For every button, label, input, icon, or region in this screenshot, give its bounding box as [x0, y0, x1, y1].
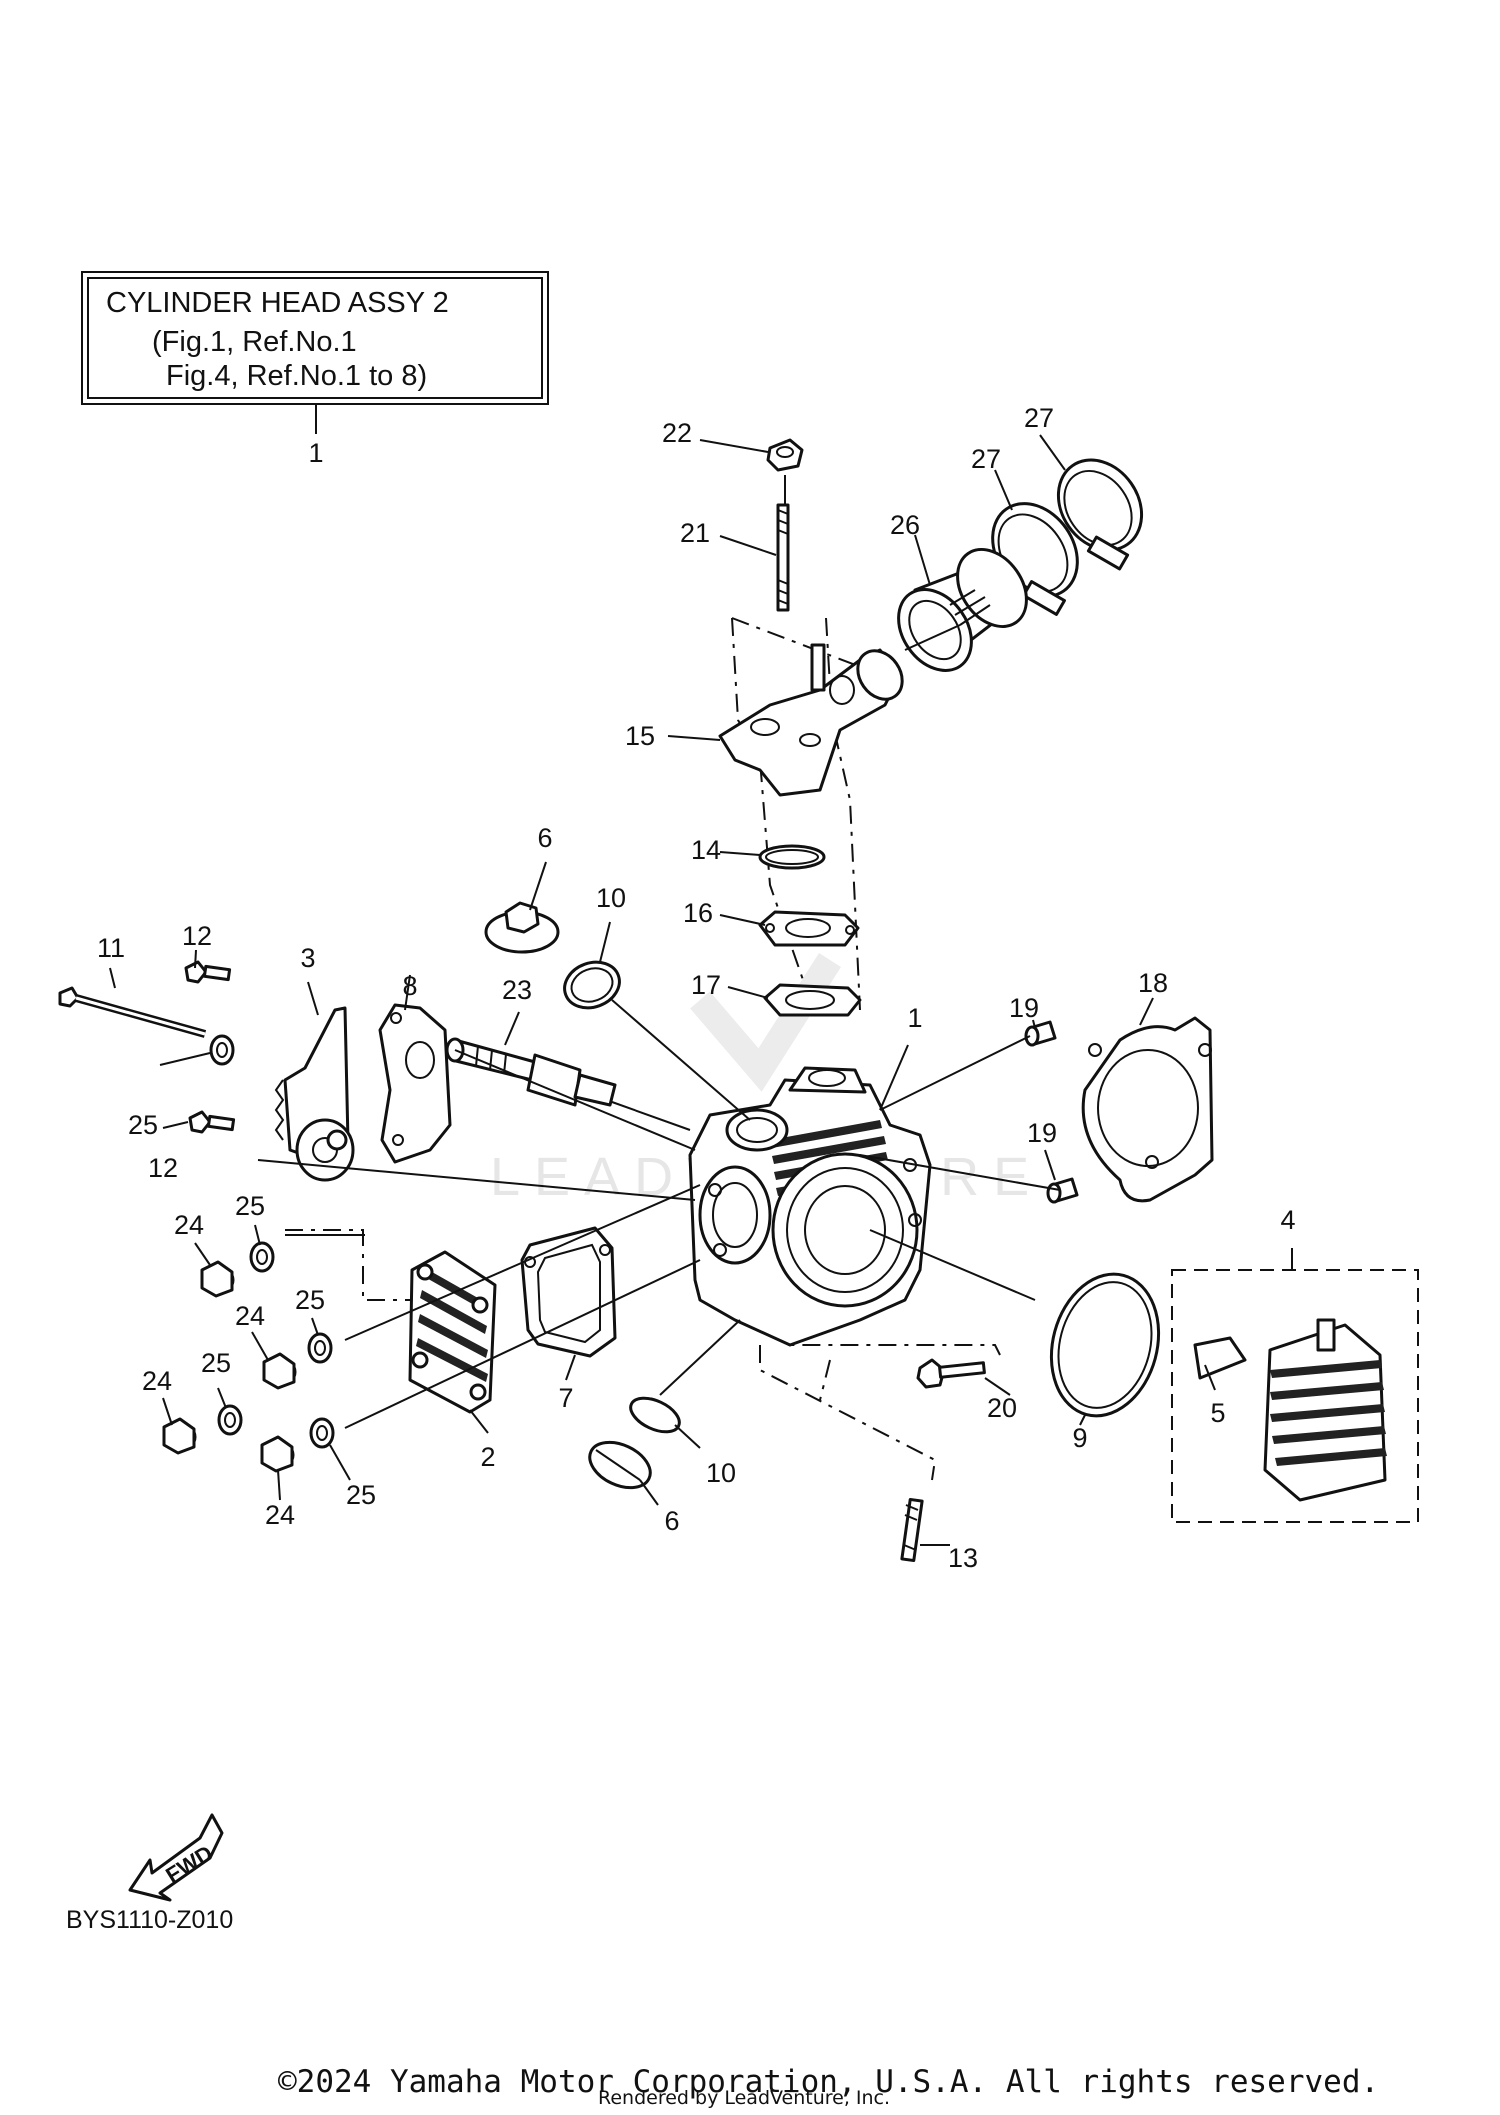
callout-25-a: 25 [128, 1110, 158, 1140]
assembly-box-line1: (Fig.1, Ref.No.1 [152, 326, 357, 358]
callout-1: 1 [907, 1003, 922, 1033]
callout-10-upper: 10 [596, 883, 626, 913]
part-26-intake-joint [897, 548, 1028, 672]
assembly-box-line2: Fig.4, Ref.No.1 to 8) [166, 360, 427, 392]
callout-17: 17 [691, 970, 721, 1000]
part-22-nut [766, 438, 804, 472]
part-4-cover-group [1171, 1248, 1419, 1523]
callout-12-lower: 12 [148, 1153, 178, 1183]
callout-25-b: 25 [235, 1191, 265, 1221]
callout-25-d: 25 [201, 1348, 231, 1378]
callout-18: 18 [1138, 968, 1168, 998]
part-27-clamp-outer [1056, 458, 1144, 571]
part-15-manifold [718, 643, 904, 797]
part-9-o-ring [1049, 1272, 1161, 1418]
part-2-head-cover [408, 1250, 497, 1414]
callout-14: 14 [691, 835, 721, 865]
callout-16: 16 [683, 898, 713, 928]
callout-15: 15 [625, 721, 655, 751]
callouts: 22 21 26 27 27 15 14 16 17 18 19 19 1 4 … [97, 403, 1296, 1573]
assembly-box-title: CYLINDER HEAD ASSY 2 [106, 287, 449, 319]
callout-13: 13 [948, 1543, 978, 1573]
assembly-lines [257, 475, 1061, 1429]
part-10-o-ring-upper [563, 960, 621, 1010]
part-11-long-bolt [58, 986, 207, 1038]
callout-6-upper: 6 [537, 823, 552, 853]
part-8-gasket [378, 1003, 452, 1164]
part-6-plug-lower [588, 1440, 652, 1490]
callout-2: 2 [480, 1442, 495, 1472]
part-13-stud [900, 1497, 924, 1563]
callout-5: 5 [1210, 1398, 1225, 1428]
part-1-cylinder-head [688, 1066, 932, 1347]
part-3-tensioner [274, 1006, 355, 1182]
callout-3: 3 [300, 943, 315, 973]
part-21-stud [776, 503, 790, 612]
part-7-gasket [520, 1226, 617, 1358]
rendered-by: Rendered by LeadVenture, Inc. [598, 2087, 890, 2109]
callout-23: 23 [502, 975, 532, 1005]
callout-24-b: 24 [235, 1301, 265, 1331]
part-25-washers [217, 1241, 335, 1449]
callout-9: 9 [1072, 1423, 1087, 1453]
callout-11: 11 [97, 933, 125, 963]
part-25-washer-upper [209, 1034, 235, 1066]
callout-21: 21 [680, 518, 710, 548]
part-23-spark-plug [445, 1037, 617, 1107]
callout-10-lower: 10 [706, 1458, 736, 1488]
callout-24-d: 24 [265, 1500, 295, 1530]
part-24-nuts [162, 1260, 297, 1473]
fwd-arrow-icon: FWD [128, 1813, 224, 1902]
callout-26: 26 [890, 510, 920, 540]
callout-19-lower: 19 [1027, 1118, 1057, 1148]
callout-8: 8 [402, 971, 417, 1001]
callout-20: 20 [987, 1393, 1017, 1423]
callout-12-upper: 12 [182, 921, 212, 951]
callout-27-outer: 27 [1024, 403, 1054, 433]
callout-24-c: 24 [142, 1366, 172, 1396]
callout-22: 22 [662, 418, 692, 448]
assembly-box-ref: 1 [308, 438, 323, 468]
leader-lines [109, 434, 1216, 1546]
part-10-o-ring-lower [629, 1396, 681, 1434]
diagram-code: BYS1110-Z010 [66, 1906, 233, 1934]
callout-27-inner: 27 [971, 444, 1001, 474]
part-6-plug-upper [484, 901, 560, 954]
callout-19-upper: 19 [1009, 993, 1039, 1023]
part-17-gasket [763, 983, 862, 1017]
assembly-box: CYLINDER HEAD ASSY 2 (Fig.1, Ref.No.1 Fi… [81, 271, 549, 468]
part-12-bolts [184, 960, 236, 1134]
callout-25-c: 25 [295, 1285, 325, 1315]
part-16-insulator [758, 910, 860, 947]
callout-25-e: 25 [346, 1480, 376, 1510]
callout-4: 4 [1280, 1205, 1295, 1235]
part-20-bolt [916, 1358, 986, 1389]
callout-6-lower: 6 [664, 1506, 679, 1536]
copyright: ©2024 Yamaha Motor Corporation, U.S.A. A… [278, 2064, 1379, 2100]
part-19-dowel-pins [1024, 1020, 1079, 1204]
callout-7: 7 [558, 1383, 573, 1413]
part-18-head-gasket [1081, 1016, 1214, 1203]
callout-24-a: 24 [174, 1210, 204, 1240]
